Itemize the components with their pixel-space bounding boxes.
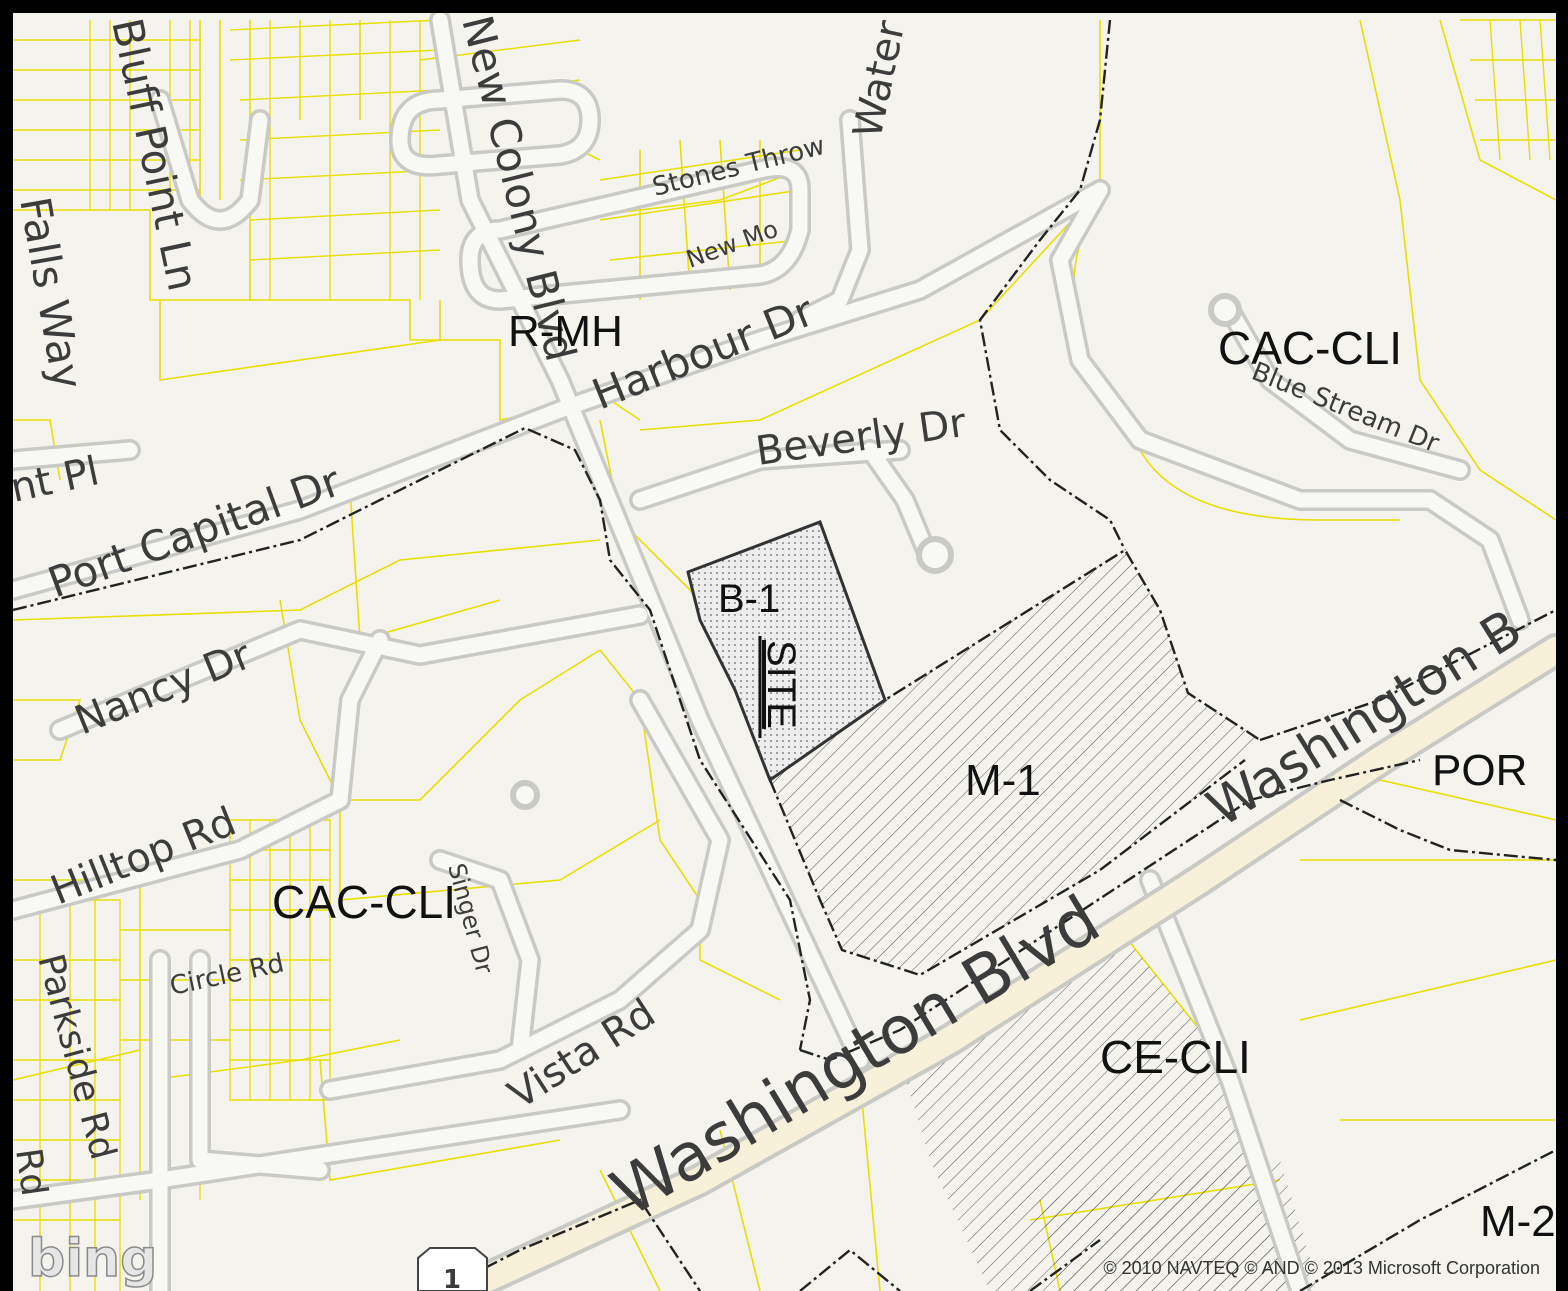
street-label-parkside-edge: Rd [7,1146,54,1199]
zone-label-cac-cli-ne: CAC-CLI [1218,322,1402,374]
m1-zone-hatch [770,550,1260,975]
zone-label-m1: M-1 [965,756,1041,805]
m2-zone-hatch [1040,1160,1320,1291]
zone-label-b1: B-1 [718,577,780,621]
bing-logo[interactable]: bing [27,1228,158,1290]
zone-label-cac-cli-w: CAC-CLI [272,876,456,928]
zone-label-site: SITE [759,640,803,729]
zoning-boundaries [13,19,1556,1291]
copyright-notice: © 2010 NAVTEQ © AND © 2013 Microsoft Cor… [1103,1258,1540,1278]
site-parcel[interactable] [686,520,887,783]
road-network [13,13,1531,1291]
zone-labels: R-MH CAC-CLI B-1 SITE M-1 POR CAC-CLI CE… [272,307,1556,1246]
route-shield: 1 [417,1247,488,1291]
washington-blvd-road [443,633,1556,1291]
zone-label-r-mh: R-MH [508,307,623,356]
zone-label-por: POR [1432,746,1527,795]
zone-label-m2: M-2 [1480,1197,1556,1246]
zone-label-ce-cli: CE-CLI [1100,1031,1251,1083]
route-shield-number: 1 [443,1265,461,1291]
